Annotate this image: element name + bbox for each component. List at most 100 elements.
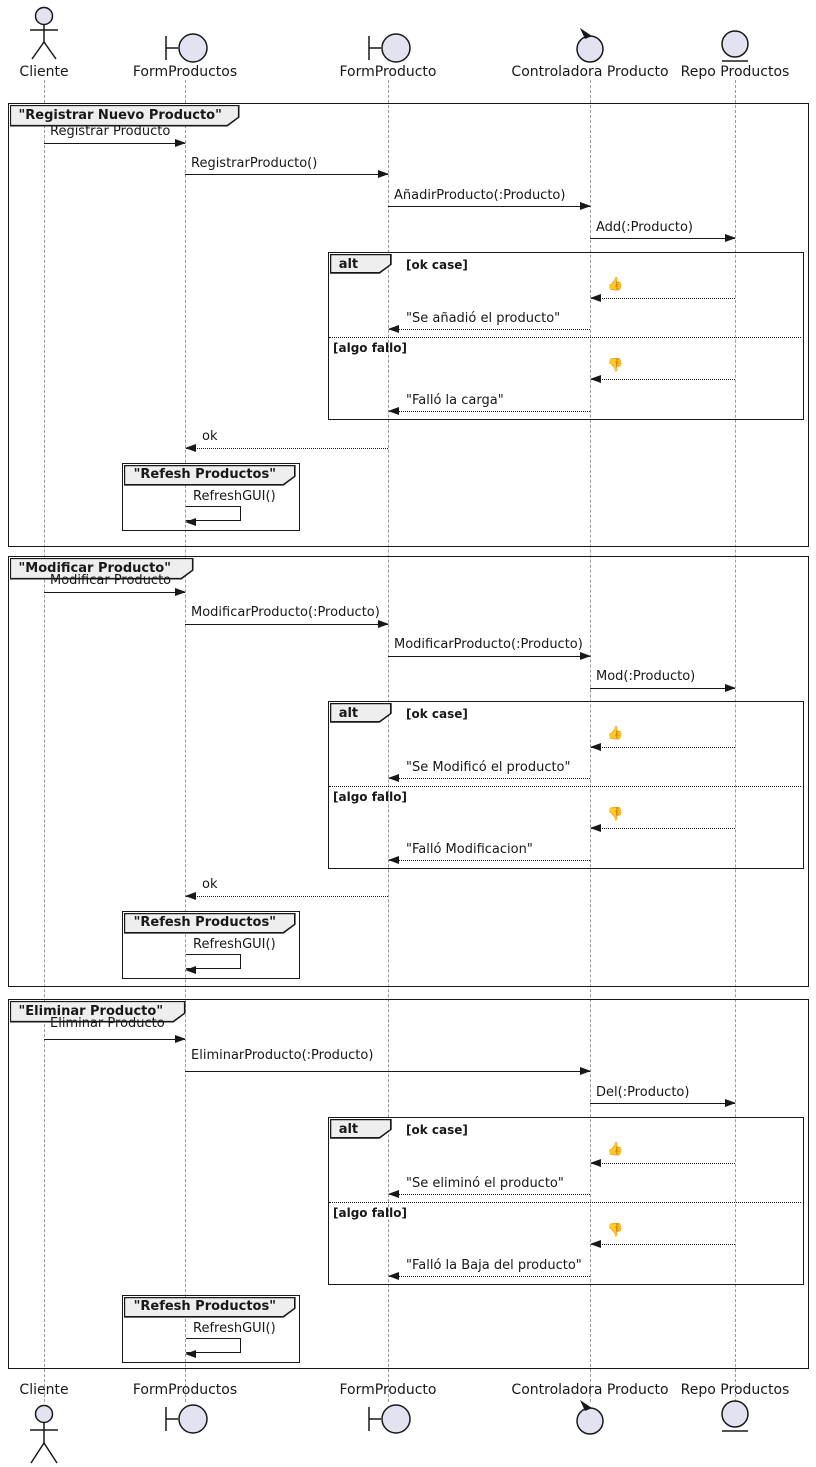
alt-operator-tab: alt: [330, 254, 392, 274]
alt-operator: alt: [338, 1121, 359, 1137]
message-arrow: [185, 1067, 591, 1075]
self-message-label: RefreshGUI(): [193, 1321, 276, 1336]
reply-arrow: [590, 1159, 735, 1167]
message-label: EliminarProducto(:Producto): [191, 1048, 374, 1063]
lifeline-cliente: [44, 80, 45, 1402]
subframe-title: "Refesh Productos": [133, 1298, 276, 1314]
message-arrow: [590, 684, 736, 692]
reply-arrow: [388, 325, 590, 333]
message-label: ModificarProducto(:Producto): [394, 637, 583, 652]
message-arrow: [44, 1035, 186, 1043]
participant-label: FormProductos: [132, 1382, 238, 1398]
subframe-refresh: [122, 463, 300, 531]
participant-label: Repo Productos: [680, 64, 790, 80]
actor-icon: [26, 1403, 62, 1467]
reply-label: "Se eliminó el producto": [406, 1176, 564, 1191]
alt-frame: [328, 252, 804, 420]
guard-fail: [algo fallo]: [333, 1206, 407, 1220]
frame-title-tab: "Modificar Producto": [10, 558, 194, 580]
frame-title-tab: "Registrar Nuevo Producto": [10, 105, 240, 127]
message-label: Mod(:Producto): [596, 669, 696, 684]
self-message-label: RefreshGUI(): [193, 489, 276, 504]
guard-fail: [algo fallo]: [333, 790, 407, 804]
message-arrow: [185, 620, 389, 628]
subframe-refresh: [122, 911, 300, 979]
alt-frame: [328, 1117, 804, 1285]
return-label: ok: [202, 429, 218, 444]
boundary-icon: [163, 31, 209, 69]
reply-label: "Se añadió el producto": [406, 311, 561, 326]
self-message-arrow: [185, 1338, 241, 1358]
participant-label: FormProductos: [132, 64, 238, 80]
frame-registrar-nuevo-producto: [8, 103, 809, 547]
subframe-title-tab: "Refesh Productos": [124, 913, 296, 934]
reply-arrow: [590, 375, 735, 383]
frame-modificar-producto: [8, 556, 809, 987]
lifeline-formproductos: [185, 80, 186, 1402]
message-arrow: [185, 170, 389, 178]
thumbs-down-icon: 👎: [607, 358, 624, 373]
thumbs-up-icon: 👍: [607, 726, 624, 741]
thumbs-down-icon: 👎: [607, 1223, 624, 1238]
subframe-title: "Refesh Productos": [133, 466, 276, 482]
alt-operator-tab: alt: [330, 1119, 392, 1139]
reply-arrow: [388, 774, 590, 782]
return-arrow: [185, 892, 388, 900]
entity-icon: [719, 1398, 751, 1440]
guard-ok: [ok case]: [406, 707, 468, 721]
reply-arrow: [590, 824, 735, 832]
thumbs-down-icon: 👎: [607, 807, 624, 822]
control-icon: [574, 1398, 606, 1440]
participant-label: Controladora Producto: [511, 1382, 669, 1398]
thumbs-up-icon: 👍: [607, 1142, 624, 1157]
return-label: ok: [202, 877, 218, 892]
alt-operator: alt: [338, 256, 359, 272]
message-label: Modificar Producto: [50, 573, 172, 588]
boundary-icon: [366, 1402, 412, 1440]
return-arrow: [185, 444, 388, 452]
alt-operator-tab: alt: [330, 703, 392, 723]
thumbs-up-icon: 👍: [607, 277, 624, 292]
subframe-title-tab: "Refesh Productos": [124, 465, 296, 486]
reply-label: "Falló la Baja del producto": [406, 1258, 582, 1273]
participant-label: FormProducto: [339, 64, 437, 80]
boundary-icon: [163, 1402, 209, 1440]
self-message-arrow: [185, 506, 241, 526]
reply-arrow: [590, 294, 735, 302]
reply-label: "Se Modificó el producto": [406, 760, 571, 775]
message-arrow: [44, 588, 186, 596]
reply-arrow: [388, 856, 590, 864]
reply-label: "Falló la carga": [406, 393, 504, 408]
participant-label: Cliente: [19, 1382, 69, 1398]
boundary-icon: [366, 31, 412, 69]
frame-eliminar-producto: [8, 999, 809, 1369]
message-label: Registrar Producto: [50, 124, 171, 139]
message-arrow: [590, 1099, 736, 1107]
reply-arrow: [590, 743, 735, 751]
alt-divider: [329, 786, 801, 787]
frame-title: "Registrar Nuevo Producto": [18, 107, 222, 123]
frame-title: "Modificar Producto": [18, 560, 172, 576]
alt-divider: [329, 1202, 801, 1203]
participant-label: Repo Productos: [680, 1382, 790, 1398]
lifeline-controladora-producto: [590, 80, 591, 1402]
message-arrow: [590, 234, 736, 242]
subframe-refresh: [122, 1295, 300, 1363]
self-message-arrow: [185, 954, 241, 974]
frame-title: "Eliminar Producto": [18, 1003, 164, 1019]
guard-fail: [algo fallo]: [333, 341, 407, 355]
reply-arrow: [388, 407, 590, 415]
message-label: ModificarProducto(:Producto): [191, 605, 380, 620]
lifeline-repo-productos: [735, 80, 736, 1402]
guard-ok: [ok case]: [406, 1123, 468, 1137]
reply-arrow: [388, 1272, 590, 1280]
actor-icon: [26, 5, 62, 65]
participant-label: Controladora Producto: [511, 64, 669, 80]
alt-operator: alt: [338, 705, 359, 721]
reply-label: "Falló Modificacion": [406, 842, 533, 857]
alt-divider: [329, 337, 801, 338]
guard-ok: [ok case]: [406, 258, 468, 272]
subframe-title: "Refesh Productos": [133, 914, 276, 930]
reply-arrow: [388, 1190, 590, 1198]
